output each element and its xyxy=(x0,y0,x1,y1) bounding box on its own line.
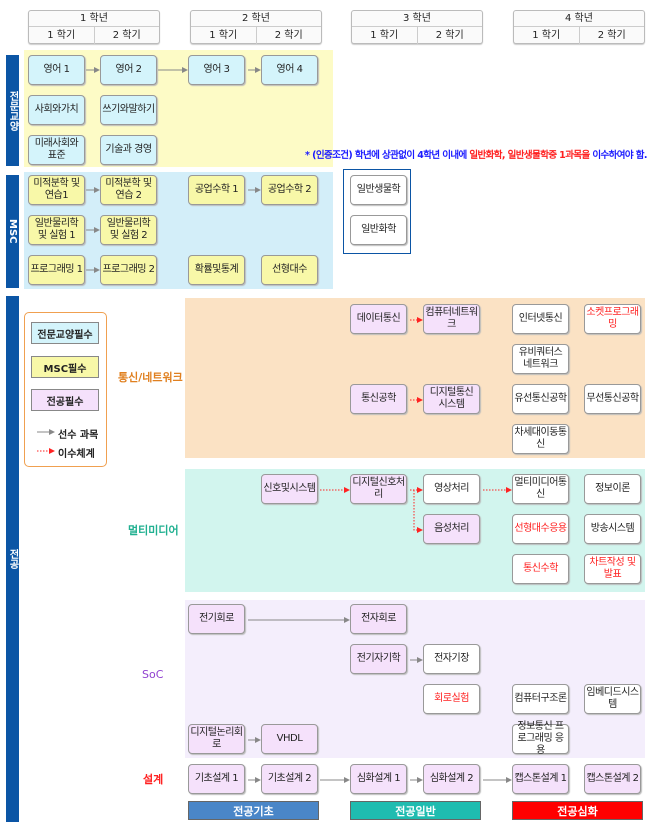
course-box[interactable]: 유선통신공학 xyxy=(512,384,569,414)
course-box[interactable]: 영어 1 xyxy=(28,55,85,85)
track-multimedia: 멀티미디어 xyxy=(128,524,179,537)
course-box[interactable]: 심화설계 1 xyxy=(350,764,407,794)
course-box[interactable]: 방송시스템 xyxy=(584,514,641,544)
course-box[interactable]: 사회와가치 xyxy=(28,95,85,125)
course-box[interactable]: 인터넷통신 xyxy=(512,304,569,334)
track-soc: SoC xyxy=(142,668,164,681)
track-design: 설계 xyxy=(143,773,164,786)
course-box[interactable]: 전기자기학 xyxy=(350,644,407,674)
course-box[interactable]: 무선통신공학 xyxy=(584,384,641,414)
section-major: 전공 xyxy=(6,296,19,822)
course-box[interactable]: 공업수학 2 xyxy=(261,175,318,205)
course-box[interactable]: 일반물리학 및 실험 2 xyxy=(100,215,157,245)
course-box[interactable]: 정보이론 xyxy=(584,474,641,504)
track-network: 통신/네트워크 xyxy=(118,371,183,384)
legend xyxy=(24,312,107,467)
course-box[interactable]: VHDL xyxy=(261,724,318,754)
course-box[interactable]: 기초설계 1 xyxy=(188,764,245,794)
course-box[interactable]: 전자기장 xyxy=(423,644,480,674)
level-advanced: 전공심화 xyxy=(512,801,643,820)
course-box[interactable]: 디지털논리회로 xyxy=(188,724,245,754)
course-box[interactable]: 미적분학 및 연습 2 xyxy=(100,175,157,205)
course-box[interactable]: 소켓프로그래밍 xyxy=(584,304,641,334)
certification-note: * (인증조건) 학년에 상관없이 4학년 이내에 일반화학, 일반생물학중 1… xyxy=(305,150,648,161)
legend-sequence: 이수체계 xyxy=(58,449,95,460)
level-basic: 전공기초 xyxy=(188,801,319,820)
course-box[interactable]: 통신공학 xyxy=(350,384,407,414)
course-box[interactable]: 전자회로 xyxy=(350,604,407,634)
course-box[interactable]: 전기회로 xyxy=(188,604,245,634)
science-choice-group xyxy=(343,169,411,254)
course-box[interactable]: 디지털통신 시스템 xyxy=(423,384,480,414)
course-box[interactable]: 기초설계 2 xyxy=(261,764,318,794)
course-box[interactable]: 컴퓨터네트워크 xyxy=(423,304,480,334)
course-box[interactable]: 확률및통계 xyxy=(188,255,245,285)
course-box[interactable]: 일반생물학 xyxy=(350,175,407,205)
section-msc: MSC xyxy=(6,175,19,288)
course-box[interactable]: 차세대이동통신 xyxy=(512,424,569,454)
course-box[interactable]: 공업수학 1 xyxy=(188,175,245,205)
course-box[interactable]: 영어 4 xyxy=(261,55,318,85)
course-box[interactable]: 캡스톤설계 2 xyxy=(584,764,641,794)
course-box[interactable]: 유비쿼터스 네트워크 xyxy=(512,344,569,374)
course-box[interactable]: 임베디드시스템 xyxy=(584,684,641,714)
course-box[interactable]: 정보통신 프로그래밍 응용 xyxy=(512,721,569,756)
level-general: 전공일반 xyxy=(350,801,481,820)
course-box[interactable]: 미래사회와 표준 xyxy=(28,135,85,165)
course-box[interactable]: 일반화학 xyxy=(350,215,407,245)
legend-prereq: 선수 과목 xyxy=(58,430,99,441)
course-box[interactable]: 차트작성 및 발표 xyxy=(584,554,641,584)
course-box[interactable]: 캡스톤설계 1 xyxy=(512,764,569,794)
legend-liberal: 전문교양필수 xyxy=(31,322,99,344)
course-box[interactable]: 심화설계 2 xyxy=(423,764,480,794)
course-box[interactable]: 디지털신호처리 xyxy=(350,474,407,504)
course-box[interactable]: 영상처리 xyxy=(423,474,480,504)
course-box[interactable]: 데이터통신 xyxy=(350,304,407,334)
course-box[interactable]: 신호및시스템 xyxy=(261,474,318,504)
course-box[interactable]: 선형대수응용 xyxy=(512,514,569,544)
course-box[interactable]: 기술과 경영 xyxy=(100,135,157,165)
legend-msc: MSC필수 xyxy=(31,356,99,378)
course-box[interactable]: 컴퓨터구조론 xyxy=(512,684,569,714)
course-box[interactable]: 프로그래밍 2 xyxy=(100,255,157,285)
course-box[interactable]: 쓰기와말하기 xyxy=(100,95,157,125)
course-box[interactable]: 영어 3 xyxy=(188,55,245,85)
course-box[interactable]: 통신수학 xyxy=(512,554,569,584)
course-box[interactable]: 선형대수 xyxy=(261,255,318,285)
legend-major: 전공필수 xyxy=(31,389,99,411)
course-box[interactable]: 회로실험 xyxy=(423,684,480,714)
course-box[interactable]: 멀티미디어통신 xyxy=(512,474,569,504)
course-box[interactable]: 영어 2 xyxy=(100,55,157,85)
course-box[interactable]: 미적분학 및 연습1 xyxy=(28,175,85,205)
course-box[interactable]: 프로그래밍 1 xyxy=(28,255,85,285)
course-box[interactable]: 일반물리학 및 실험 1 xyxy=(28,215,85,245)
section-liberal: 전문교양 xyxy=(6,55,19,166)
course-box[interactable]: 음성처리 xyxy=(423,514,480,544)
